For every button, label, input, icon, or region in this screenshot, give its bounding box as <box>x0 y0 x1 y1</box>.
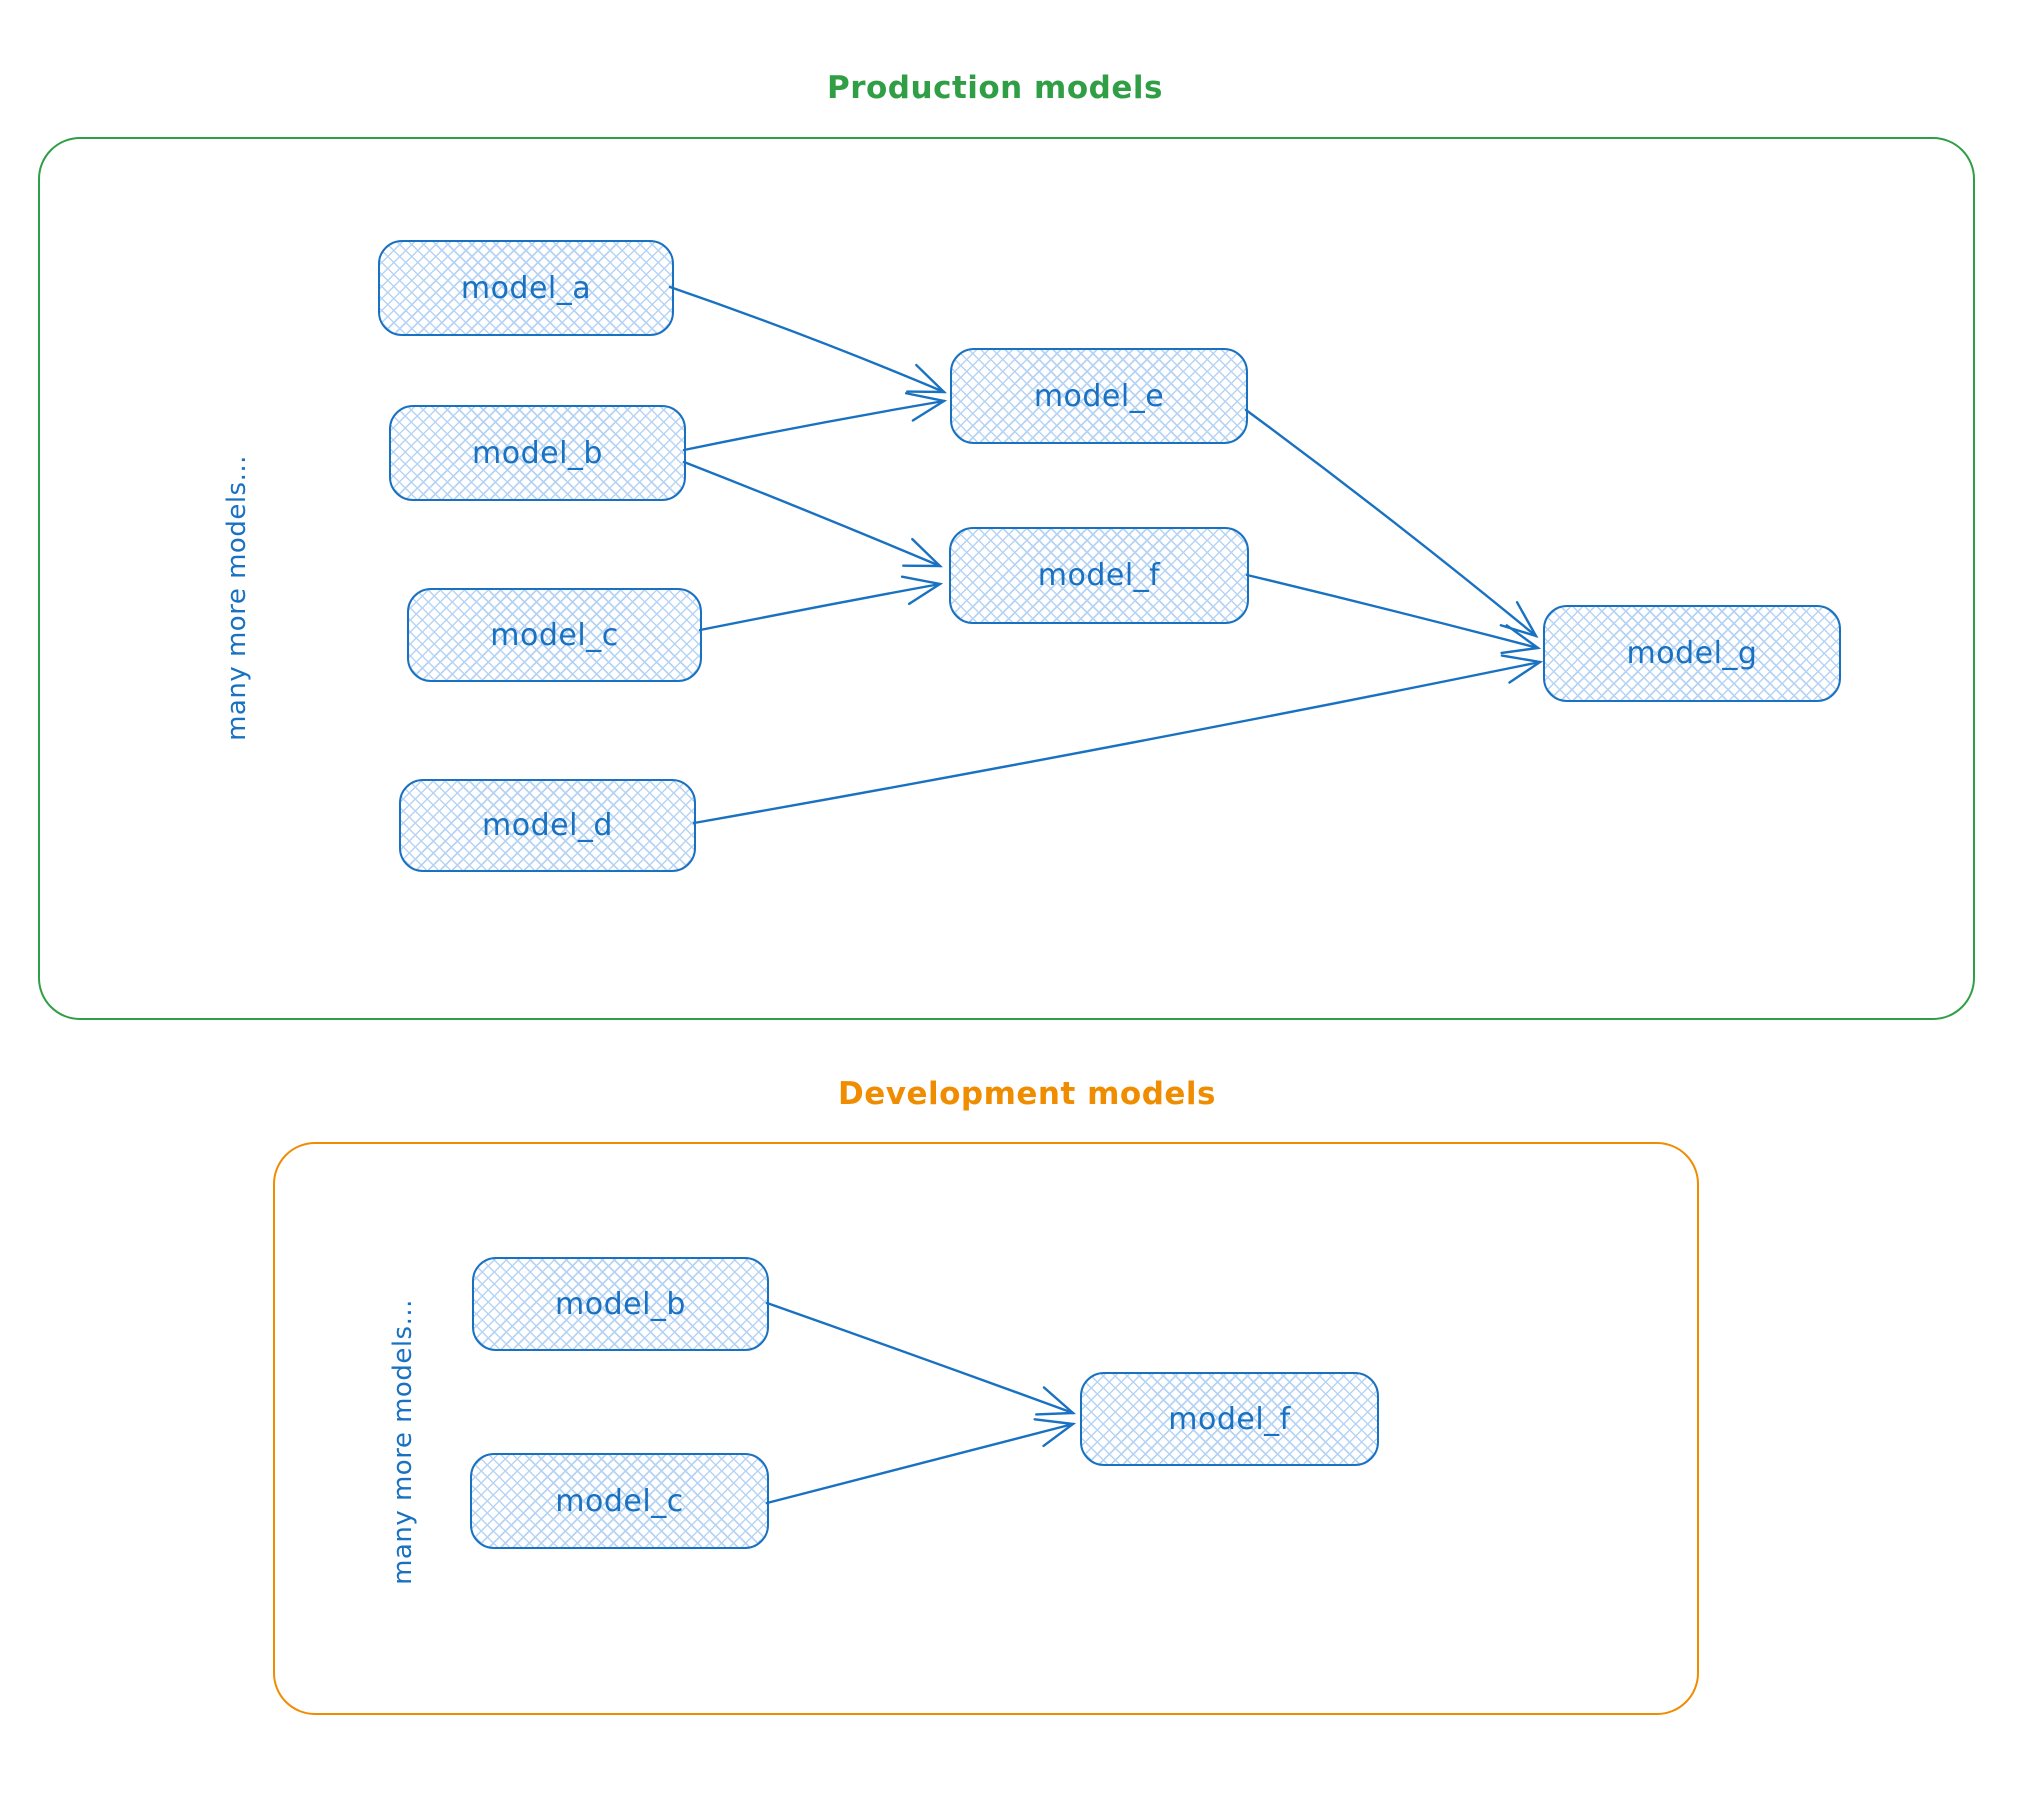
node-label-model_g: model_g <box>1626 636 1758 671</box>
node-label-model_d: model_d <box>482 808 613 843</box>
node-development-model_b: model_b <box>472 1257 769 1351</box>
node-label-dev-model_f: model_f <box>1168 1401 1291 1437</box>
production-frame <box>38 137 1975 1020</box>
node-label-dev-model_b: model_b <box>555 1286 686 1322</box>
node-label-model_e: model_e <box>1033 378 1165 414</box>
development-side-label: many more models... <box>388 1299 418 1585</box>
production-side-label: many more models... <box>222 455 252 741</box>
node-label-model_f: model_f <box>1037 558 1161 593</box>
production-section-title: Production models <box>827 70 1163 106</box>
node-production-model_b: model_b <box>389 405 686 501</box>
node-production-model_g: model_g <box>1543 605 1841 702</box>
node-label-model_a: model_a <box>460 270 592 306</box>
node-label-model_c: model_c <box>490 617 619 653</box>
node-production-model_d: model_d <box>399 779 696 872</box>
node-development-model_f: model_f <box>1080 1372 1379 1466</box>
node-development-model_c: model_c <box>470 1453 769 1549</box>
node-production-model_f: model_f <box>949 527 1249 624</box>
node-label-model_b: model_b <box>472 435 603 471</box>
node-production-model_c: model_c <box>407 588 702 682</box>
node-label-dev-model_c: model_c <box>555 1483 684 1519</box>
development-section-title: Development models <box>838 1076 1217 1112</box>
development-frame <box>273 1142 1699 1715</box>
node-production-model_a: model_a <box>378 240 674 336</box>
node-production-model_e: model_e <box>950 348 1248 444</box>
